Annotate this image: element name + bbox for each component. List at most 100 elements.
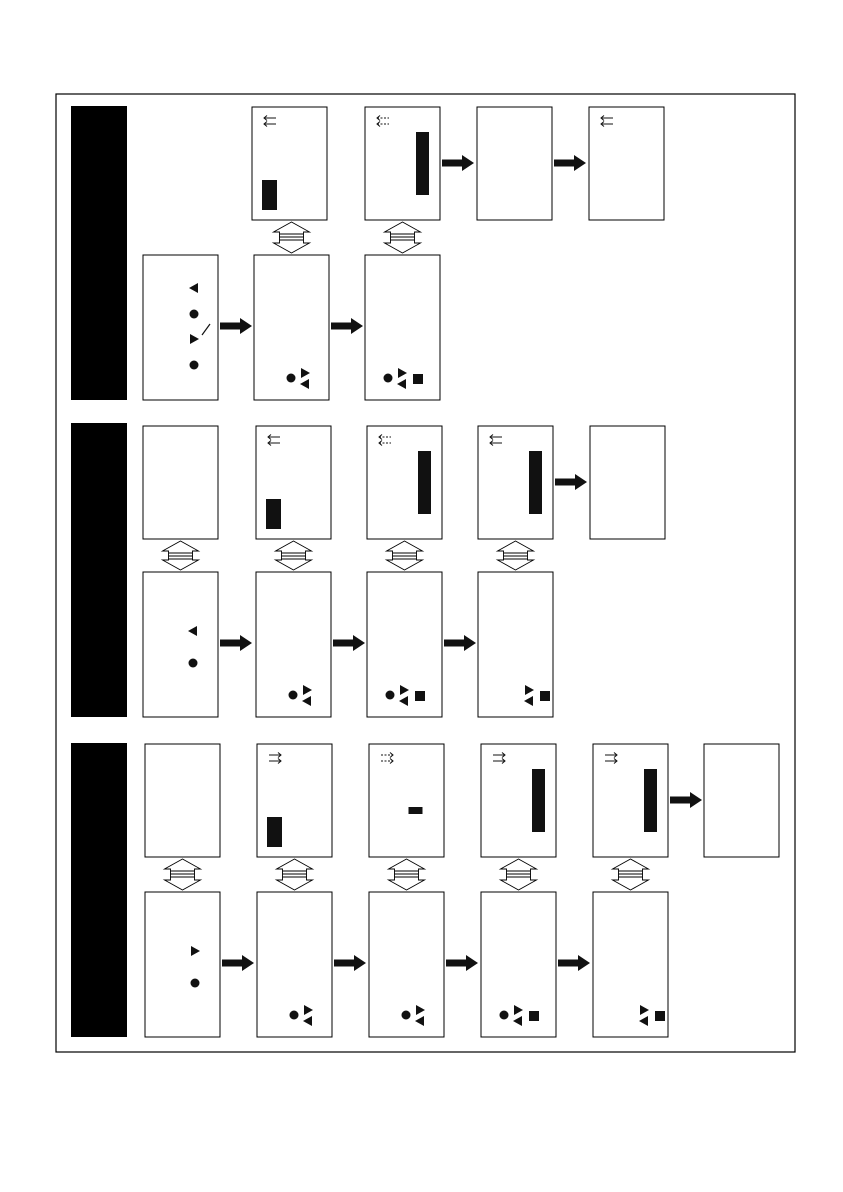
top-screen [589, 107, 664, 220]
stop-icon [415, 691, 425, 701]
double-arrow-outline [385, 222, 421, 253]
double-arrow-outline [274, 222, 310, 253]
bottom-screen [254, 255, 329, 400]
screen-frame [143, 572, 218, 717]
top-screen [481, 744, 556, 857]
double-arrow-outline [163, 541, 199, 570]
section-2 [143, 426, 665, 717]
flow-arrow [222, 955, 254, 971]
double-arrow-outline [165, 859, 201, 890]
screen-frame [589, 107, 664, 220]
double-arrow-outline [389, 859, 425, 890]
screen-frame [477, 107, 552, 220]
level-bar-tall [644, 769, 657, 832]
stop-icon [540, 691, 550, 701]
level-bar-dash [409, 807, 423, 814]
sync-double-arrow [613, 859, 649, 890]
double-arrow-outline [501, 859, 537, 890]
screen-frame [369, 744, 444, 857]
record-icon [289, 691, 298, 700]
record-icon [190, 310, 199, 319]
record-icon [384, 374, 393, 383]
flow-arrow [334, 955, 366, 971]
flow-arrow [442, 155, 474, 171]
record-icon [402, 1011, 411, 1020]
level-bar-short [262, 180, 277, 210]
stop-icon [413, 374, 423, 384]
level-bar-tall [418, 451, 431, 514]
screen-frame [481, 892, 556, 1037]
top-screen [593, 744, 668, 857]
flow-arrow [554, 155, 586, 171]
bottom-screen [481, 892, 556, 1037]
sync-double-arrow [385, 222, 421, 253]
screen-frame [590, 426, 665, 539]
top-screen [369, 744, 444, 857]
double-arrow-outline [498, 541, 534, 570]
top-screen [477, 107, 552, 220]
screen-frame [704, 744, 779, 857]
top-screen [590, 426, 665, 539]
bottom-screen [369, 892, 444, 1037]
bottom-screen [593, 892, 668, 1037]
record-icon [191, 979, 200, 988]
bottom-screen [145, 892, 220, 1037]
bottom-screen [365, 255, 440, 400]
sync-double-arrow [389, 859, 425, 890]
sync-double-arrow [501, 859, 537, 890]
sync-double-arrow [274, 222, 310, 253]
level-bar-short [266, 499, 281, 529]
level-bar-short [267, 817, 282, 847]
section-2-tab [71, 423, 127, 717]
level-bar-tall [529, 451, 542, 514]
screen-frame [367, 572, 442, 717]
flow-arrow [331, 318, 363, 334]
sync-double-arrow [165, 859, 201, 890]
sync-double-arrow [277, 859, 313, 890]
bottom-screen [367, 572, 442, 717]
top-screen [367, 426, 442, 539]
section-3-tab [71, 743, 127, 1037]
level-bar-tall [416, 132, 429, 195]
sync-double-arrow [163, 541, 199, 570]
record-icon [190, 361, 199, 370]
record-icon [500, 1011, 509, 1020]
flow-arrow [220, 635, 252, 651]
screen-frame [145, 744, 220, 857]
stop-icon [529, 1011, 539, 1021]
top-screen [478, 426, 553, 539]
bottom-screen [478, 572, 553, 717]
bottom-screen [256, 572, 331, 717]
flow-arrow [333, 635, 365, 651]
top-screen [365, 107, 440, 220]
record-icon [386, 691, 395, 700]
screen-frame [145, 892, 220, 1037]
flow-arrow [446, 955, 478, 971]
flow-arrow [558, 955, 590, 971]
top-screen [704, 744, 779, 857]
screen-frame [365, 255, 440, 400]
sync-double-arrow [498, 541, 534, 570]
section-1-tab [71, 106, 127, 400]
record-icon [287, 374, 296, 383]
level-bar-tall [532, 769, 545, 832]
top-screen [256, 426, 331, 539]
double-arrow-outline [387, 541, 423, 570]
bottom-screen [143, 255, 218, 400]
double-arrow-outline [277, 859, 313, 890]
section-3 [145, 744, 779, 1037]
record-icon [290, 1011, 299, 1020]
double-arrow-outline [613, 859, 649, 890]
flow-arrow [220, 318, 252, 334]
screen-frame [143, 426, 218, 539]
bottom-screen [257, 892, 332, 1037]
bottom-screen [143, 572, 218, 717]
flow-arrow [670, 792, 702, 808]
flow-arrow [444, 635, 476, 651]
double-arrow-outline [276, 541, 312, 570]
stop-icon [655, 1011, 665, 1021]
top-screen [143, 426, 218, 539]
section-1 [143, 107, 664, 400]
sync-double-arrow [387, 541, 423, 570]
